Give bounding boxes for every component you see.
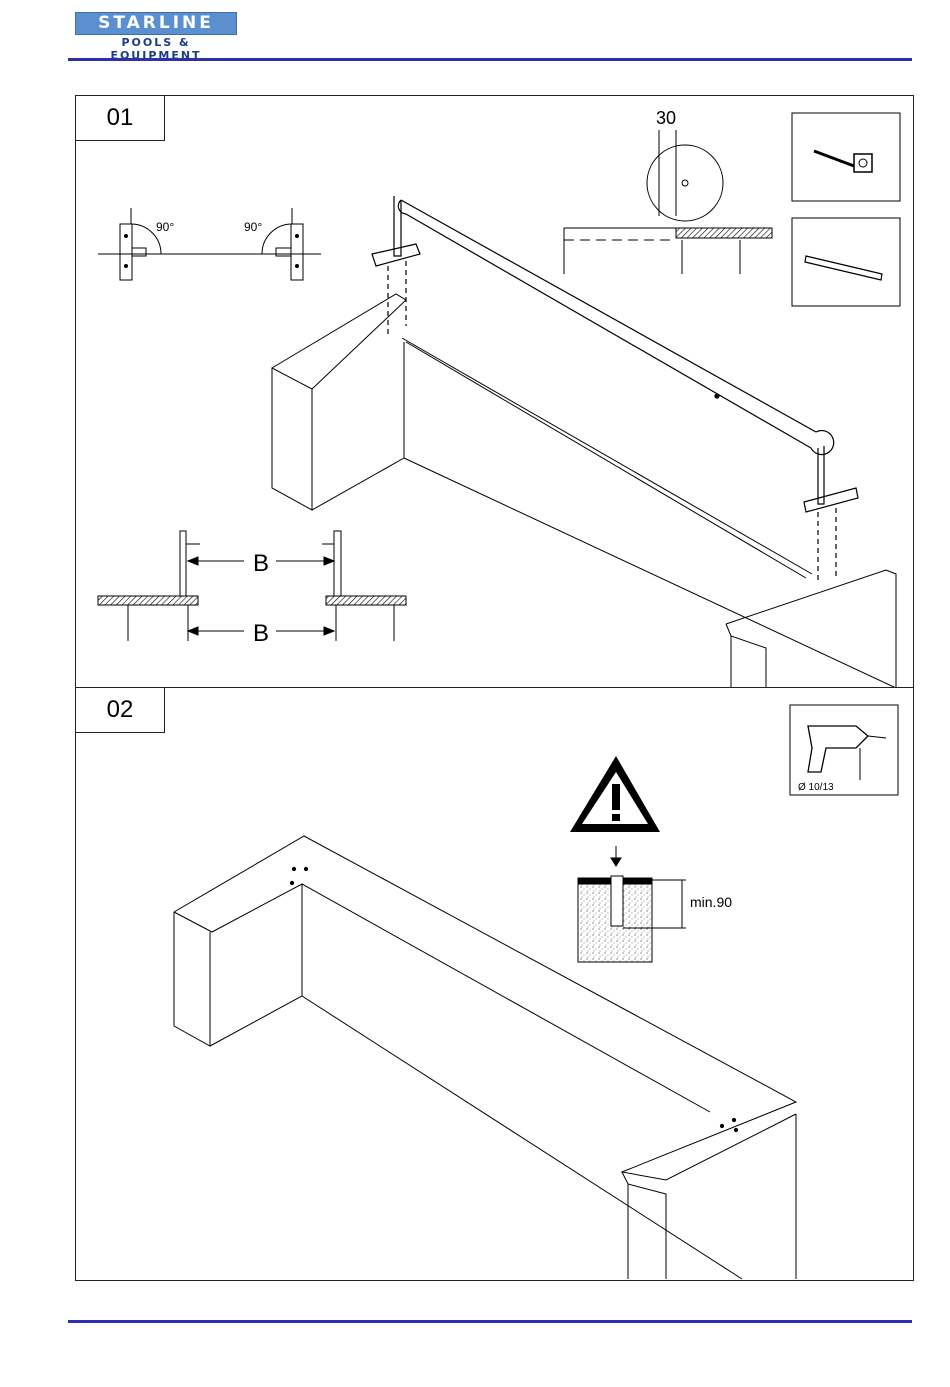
angle-label-left: 90° [156, 220, 174, 234]
down-arrow-icon [611, 846, 621, 866]
offset-label: 30 [656, 108, 676, 128]
header-rule [68, 58, 912, 61]
logo-wordmark: STARLINE [75, 12, 237, 35]
step-01-panel: 01 90° 90° [75, 95, 914, 689]
footer-rule [68, 1320, 912, 1323]
brand-name: STARLINE [76, 13, 236, 34]
step-01-illustration: 90° 90° 30 [76, 96, 913, 688]
tape-measure-icon [792, 113, 900, 201]
angle-detail-left [98, 208, 321, 280]
distance-detail [98, 531, 406, 641]
offset-detail [564, 130, 772, 274]
pencil-icon [792, 218, 900, 306]
pool-coping-wall [272, 294, 896, 688]
drill-size-label: Ø 10/13 [798, 782, 834, 793]
roller-assembly [372, 196, 858, 581]
step-02-illustration: Ø 10/13 min.90 [76, 688, 913, 1280]
depth-label: min.90 [690, 894, 732, 910]
warning-icon [570, 756, 660, 832]
distance-label-bottom: B [253, 620, 269, 647]
step-02-panel: 02 Ø 10/13 [75, 687, 914, 1281]
anchor-depth-detail [578, 876, 686, 962]
starline-logo: STARLINE POOLS & EQUIPMENT [75, 12, 237, 52]
angle-detail-right [262, 208, 303, 280]
distance-label-top: B [253, 550, 269, 577]
angle-label-right: 90° [244, 220, 262, 234]
